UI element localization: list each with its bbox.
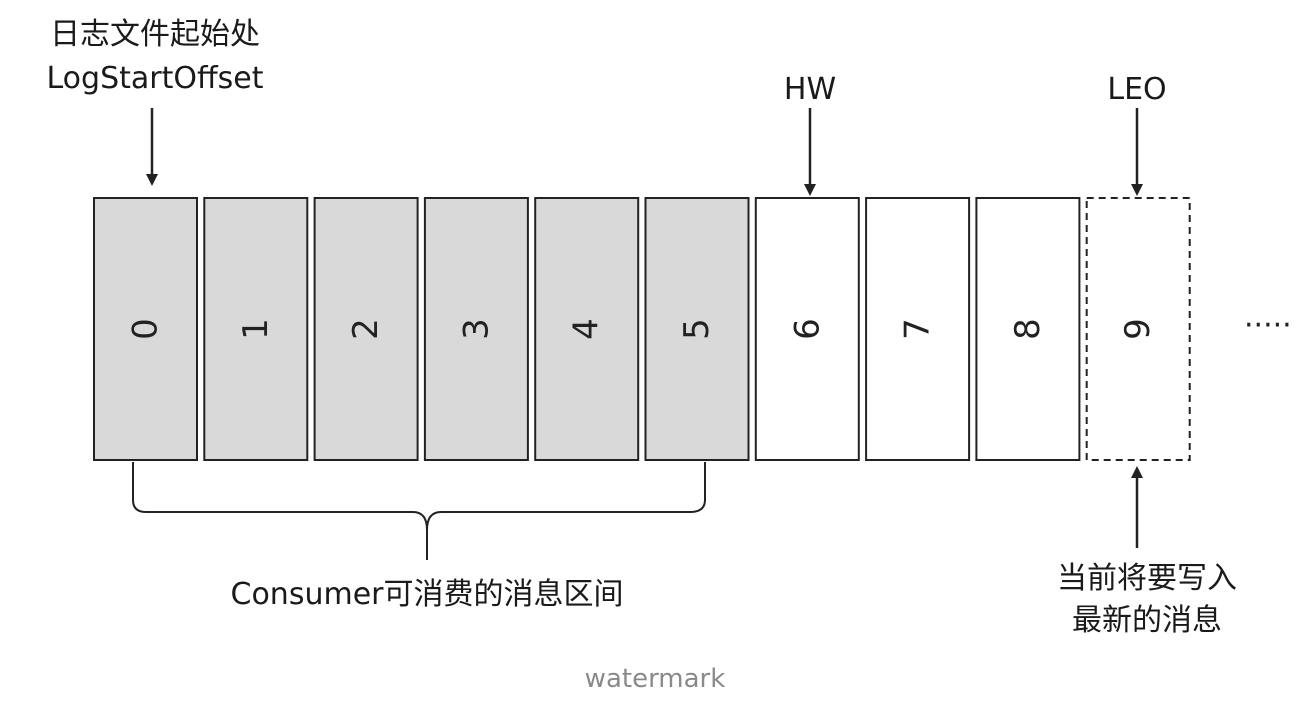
offset-cell-label: 6 [787, 318, 827, 340]
offset-cell-6: 6 [754, 197, 860, 461]
leo-label: LEO [1107, 72, 1167, 107]
offset-cell-label: 5 [677, 318, 717, 340]
log-start-label-en: LogStartOffset [46, 61, 264, 96]
offset-cell-label: 9 [1118, 318, 1158, 340]
offset-cell-3: 3 [423, 197, 529, 461]
offset-cell-label: 8 [1008, 318, 1048, 340]
offset-cell-box [754, 197, 860, 461]
hw-label: HW [783, 72, 837, 107]
offset-cell-label: 3 [456, 318, 496, 340]
offset-cell-box [1085, 197, 1191, 461]
consumable-range-brace [132, 462, 706, 531]
consumable-range-label: Consumer可消费的消息区间 [230, 577, 624, 612]
offset-cell-2: 2 [313, 197, 419, 461]
offset-cell-label: 4 [567, 318, 607, 340]
offset-cell-box [203, 197, 309, 461]
offset-cell-4: 4 [534, 197, 640, 461]
offset-cell-0: 0 [93, 197, 198, 461]
offset-cell-5: 5 [644, 197, 750, 461]
offset-cell-box [313, 197, 419, 461]
offset-cell-label: 2 [346, 318, 386, 340]
offset-cell-box [93, 197, 198, 461]
offset-cell-label: 0 [126, 318, 166, 340]
offset-cell-8: 8 [975, 197, 1081, 461]
next-write-label-line2: 最新的消息 [1072, 603, 1222, 638]
next-write-label-line1: 当前将要写入 [1057, 561, 1237, 596]
offset-cell-1: 1 [203, 197, 309, 461]
offset-cell-label: 7 [898, 318, 938, 340]
offset-cell-9: 9 [1085, 197, 1191, 461]
offset-cell-box [644, 197, 750, 461]
ellipsis-indicator: ····· [1244, 308, 1292, 343]
offset-cells: 0 1 2 3 4 5 6 7 8 9 [93, 197, 1191, 461]
offset-cell-box [865, 197, 971, 461]
offset-cell-box [423, 197, 529, 461]
offset-cell-box [975, 197, 1081, 461]
offset-cell-box [534, 197, 640, 461]
offset-cell-7: 7 [865, 197, 971, 461]
watermark: watermark [584, 664, 726, 694]
log-start-label-cn: 日志文件起始处 [50, 17, 260, 52]
offset-cell-label: 1 [236, 318, 276, 340]
